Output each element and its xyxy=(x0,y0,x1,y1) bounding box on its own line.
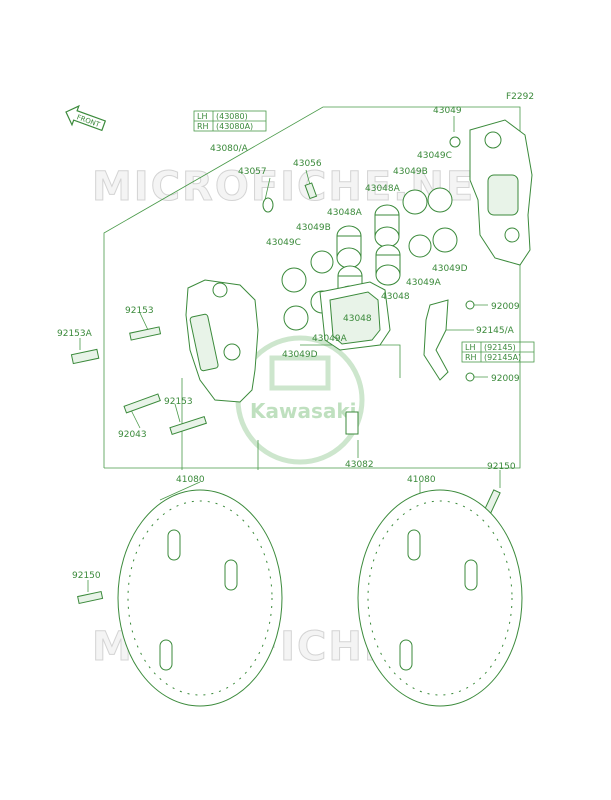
brand-mark xyxy=(269,355,331,391)
caliper-lh-value: (43080) xyxy=(216,112,248,121)
brake-disc-right xyxy=(357,489,523,707)
pn-41080-right: 41080 xyxy=(407,475,436,485)
pn-92009-bottom: 92009 xyxy=(491,374,520,384)
brake-disc-left xyxy=(117,489,283,707)
pn-92153-bottom: 92153 xyxy=(164,397,193,407)
bleed-valve xyxy=(262,182,318,213)
pn-43049C-top: 43049C xyxy=(417,151,452,161)
bracket-lh-rh-table: LH (92145) RH (92145A) xyxy=(461,341,535,363)
pn-43049B-top: 43049B xyxy=(393,167,428,177)
caliper-left-half xyxy=(185,279,259,403)
part-labels: 43080/A 43057 43056 43048A 43048A 43049B… xyxy=(57,106,520,581)
pn-92009-top: 92009 xyxy=(491,302,520,312)
caliper-lh-label: LH xyxy=(197,112,207,121)
pistons-right xyxy=(374,136,461,286)
assembly-outline xyxy=(103,106,521,469)
pn-43048-left: 43048 xyxy=(343,314,372,324)
pn-92145A: 92145/A xyxy=(476,326,515,336)
pn-43056: 43056 xyxy=(293,159,322,169)
pn-43049C-mid: 43049C xyxy=(266,238,301,248)
front-arrow-icon: FRONT xyxy=(65,104,107,132)
figure-code: F2292 xyxy=(506,92,534,102)
pn-43049: 43049 xyxy=(433,106,462,116)
pn-43049B-mid: 43049B xyxy=(296,223,331,233)
bracket-lh-value: (92145) xyxy=(484,343,516,352)
bracket xyxy=(423,299,475,382)
brake-pads xyxy=(319,281,391,435)
pn-41080-left: 41080 xyxy=(176,475,205,485)
pn-92153-top: 92153 xyxy=(125,306,154,316)
pn-43049D-right: 43049D xyxy=(432,264,468,274)
pn-43049D-left: 43049D xyxy=(282,350,318,360)
caliper-lh-rh-table: LH (43080) RH (43080A) xyxy=(193,110,267,132)
bracket-rh-value: (92145A) xyxy=(484,353,521,362)
caliper-rh-value: (43080A) xyxy=(216,122,253,131)
pn-43057: 43057 xyxy=(238,167,267,177)
pn-92150-right: 92150 xyxy=(487,462,516,472)
pn-43048A-top: 43048A xyxy=(365,184,401,194)
caliper-right-half xyxy=(469,119,533,266)
pn-43049A-right: 43049A xyxy=(406,278,442,288)
pn-43048A-mid: 43048A xyxy=(327,208,363,218)
brand-text: Kawasaki xyxy=(250,399,357,423)
pn-43082: 43082 xyxy=(345,460,374,470)
pn-92153A: 92153A xyxy=(57,329,93,339)
pn-92043: 92043 xyxy=(118,430,147,440)
pn-92150-left: 92150 xyxy=(72,571,101,581)
caliper-rh-label: RH xyxy=(197,122,209,131)
pn-43080A: 43080/A xyxy=(210,144,249,154)
bracket-rh-label: RH xyxy=(465,353,477,362)
pn-43049A-left: 43049A xyxy=(312,334,348,344)
watermark-top: MICROFICHE.NET xyxy=(92,164,505,210)
pn-43048-right: 43048 xyxy=(381,292,410,302)
bracket-lh-label: LH xyxy=(465,343,475,352)
leader-lines xyxy=(79,116,501,592)
